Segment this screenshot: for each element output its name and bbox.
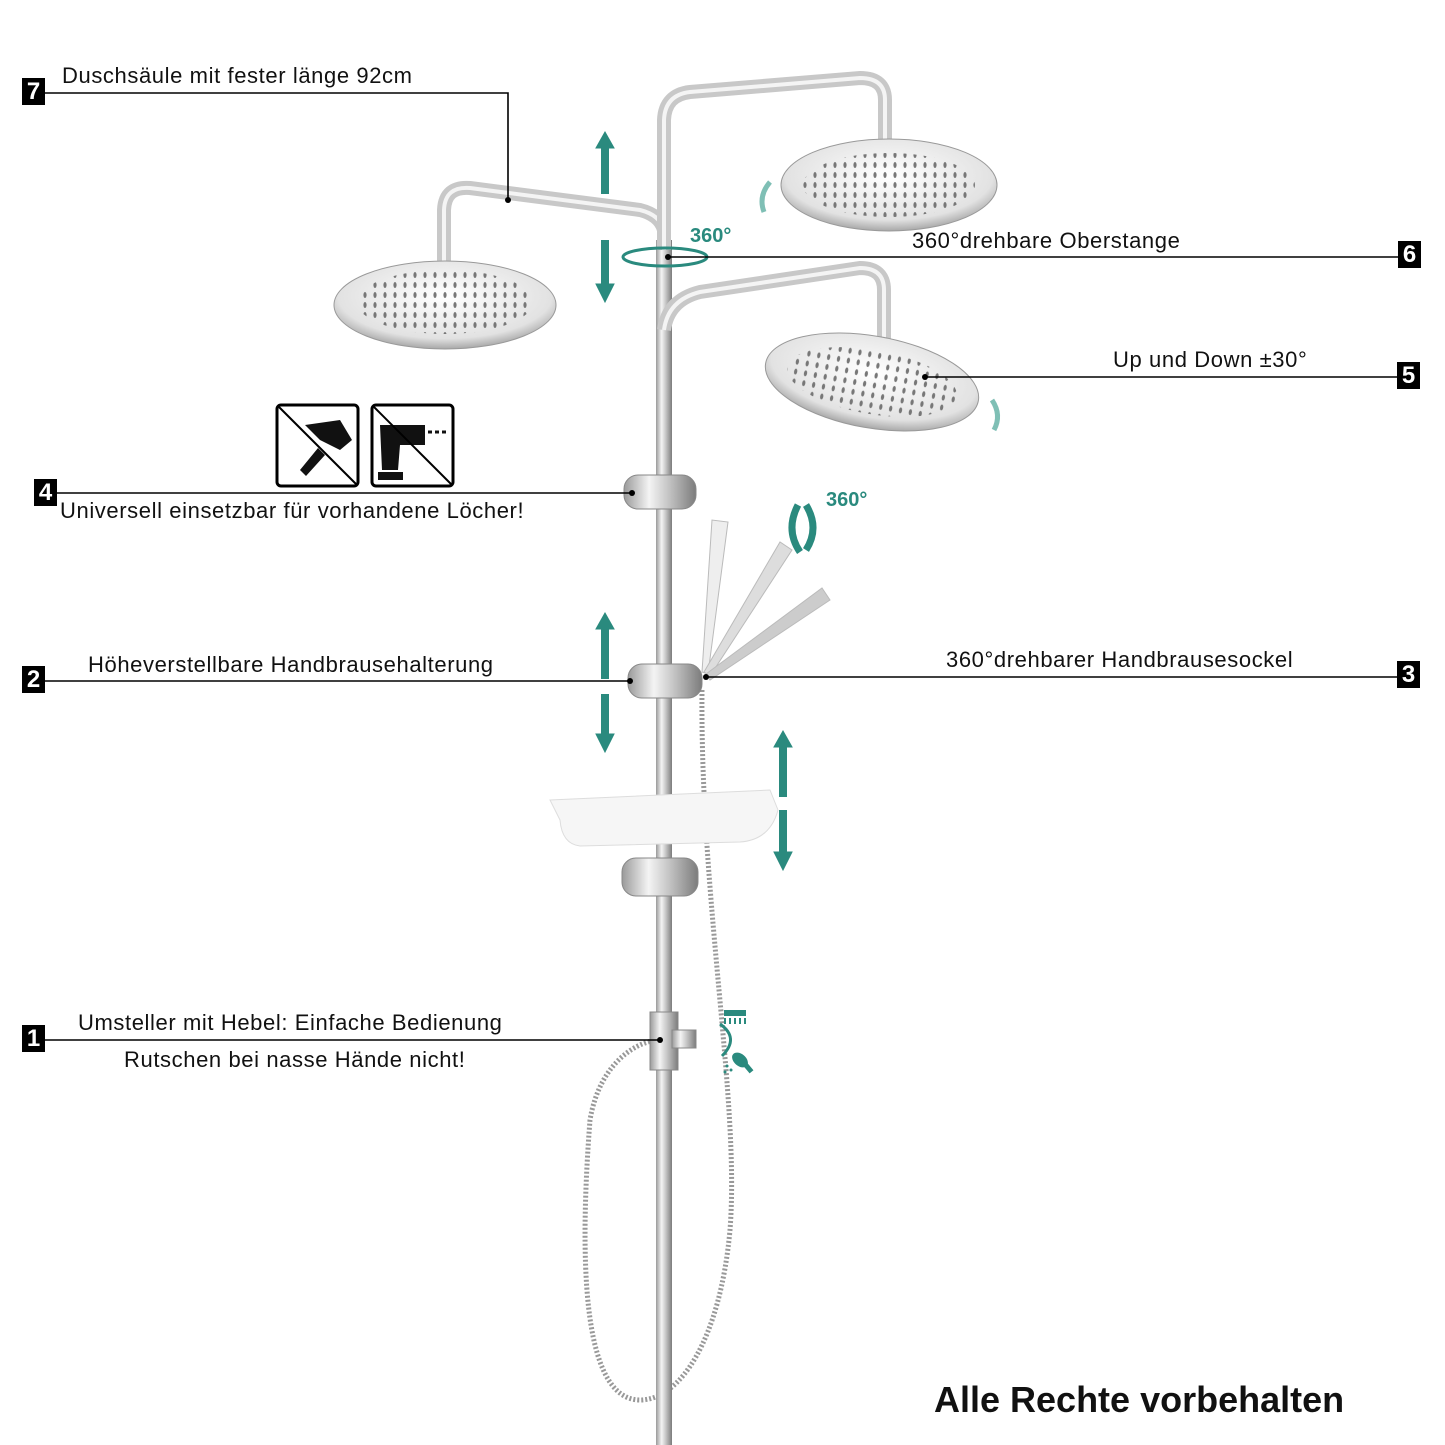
rotate-360-hand-icon [788, 503, 817, 554]
hand-shower-icon [723, 1052, 754, 1074]
rain-shower-head-left [333, 260, 557, 350]
switch-arc-icon [719, 1022, 732, 1058]
callout-label-6: 360°drehbare Oberstange [912, 228, 1181, 253]
callout-label-7: Duschsäule mit fester länge 92cm [62, 63, 413, 88]
height-arrows [595, 130, 793, 872]
callout-number-7: 7 [22, 78, 45, 105]
rotation-label-top-bar: 360° [690, 225, 732, 247]
hand-shower-positions [701, 519, 831, 681]
arrow-updown-top [595, 130, 615, 304]
callout-number-6: 6 [1398, 241, 1421, 268]
tilt-arrow-bottom [989, 398, 1000, 432]
leader-lines [45, 92, 1398, 1041]
rotation-label-hand-shower: 360° [826, 489, 868, 511]
callout-number-5: 5 [1397, 362, 1420, 389]
rain-shower-head-tilted [764, 332, 980, 432]
no-drill-icon [370, 403, 455, 488]
callout-label-4: Universell einsetzbar für vorhandene Löc… [60, 498, 525, 523]
callout-number-3: 3 [1397, 661, 1420, 688]
soap-shelf [549, 789, 779, 847]
lower-bracket [621, 857, 699, 897]
callout-label-1-line2: Rutschen bei nasse Hände nicht! [124, 1047, 466, 1072]
no-hammer-icon [275, 403, 360, 488]
rain-shower-head-top [780, 138, 998, 232]
callout-number-2: 2 [22, 666, 45, 693]
tilt-arrow-top [759, 180, 772, 213]
callout-number-1: 1 [22, 1025, 45, 1052]
callout-label-3: 360°drehbarer Handbrausesockel [946, 647, 1294, 672]
arrow-updown-shelf [773, 729, 793, 872]
callout-number-4: 4 [34, 479, 57, 506]
hand-shower-holder [627, 663, 703, 699]
shower-hose [582, 689, 735, 1403]
rain-shower-icon [724, 1010, 746, 1024]
copyright-notice: Alle Rechte vorbehalten [934, 1379, 1345, 1420]
arrow-updown-holder [595, 611, 615, 754]
callout-label-5: Up und Down ±30° [1113, 347, 1308, 372]
wall-bracket [623, 474, 697, 510]
callout-label-1: Umsteller mit Hebel: Einfache Bedienung [78, 1010, 503, 1035]
callout-label-2: Höheverstellbare Handbrausehalterung [88, 652, 494, 677]
